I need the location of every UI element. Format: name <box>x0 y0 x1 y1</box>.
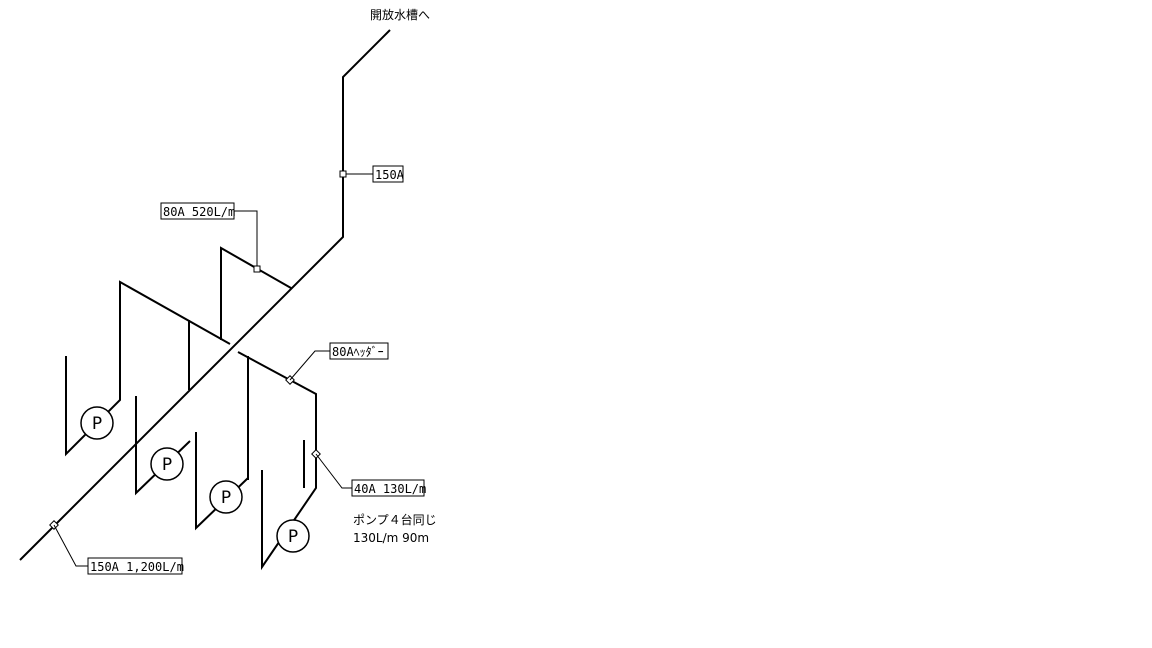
riser-marker <box>339 170 347 178</box>
destination-label: 開放水槽へ <box>370 7 430 22</box>
branch-pipe-upper-1 <box>220 246 292 340</box>
main-pipe-box <box>87 557 183 575</box>
branch-leader <box>234 210 258 266</box>
pump-branch-box <box>351 479 425 497</box>
header-label-group: 80Aﾍｯﾀﾞｰ <box>329 342 389 360</box>
main-pipe <box>19 29 391 561</box>
pump-label: P <box>162 455 172 475</box>
branch-marker <box>253 265 261 273</box>
pump-3: P <box>209 480 243 514</box>
pump-1: P <box>80 406 114 440</box>
pump-circle <box>80 406 114 440</box>
main-pipe-label-group: 150A 1,200L/m <box>87 557 184 575</box>
pump-label: P <box>221 488 231 508</box>
main-pipe-leader <box>53 524 88 567</box>
pump-circle <box>209 480 243 514</box>
pump-note-line2: 130L/m 90m <box>353 531 429 545</box>
riser-size-label: 150A <box>375 168 405 182</box>
pump-circle <box>276 519 310 553</box>
header-label: 80Aﾍｯﾀﾞｰ <box>332 345 384 359</box>
pump-branch-leader <box>315 453 352 489</box>
pump-label: P <box>92 414 102 434</box>
riser-size-label-group: 150A <box>372 165 405 183</box>
branch-size-box <box>160 202 235 220</box>
main-pipe-label: 150A 1,200L/m <box>90 560 184 574</box>
pump-label: P <box>288 527 298 547</box>
riser-size-box <box>372 165 404 183</box>
branch-size-label: 80A 520L/m <box>163 205 235 219</box>
pump-branch-label: 40A 130L/m <box>354 482 426 496</box>
pump-2: P <box>150 447 184 481</box>
header-leader <box>289 350 330 381</box>
pump-note-line1: ポンプ４台同じ <box>353 512 437 527</box>
pump-4: P <box>276 519 310 553</box>
pump-circle <box>150 447 184 481</box>
pump-line-3 <box>195 432 249 531</box>
pump-branch-label-group: 40A 130L/m <box>351 479 426 497</box>
branch-pipe-upper-2 <box>65 280 231 457</box>
header-box <box>329 342 389 360</box>
branch-size-label-group: 80A 520L/m <box>160 202 235 220</box>
